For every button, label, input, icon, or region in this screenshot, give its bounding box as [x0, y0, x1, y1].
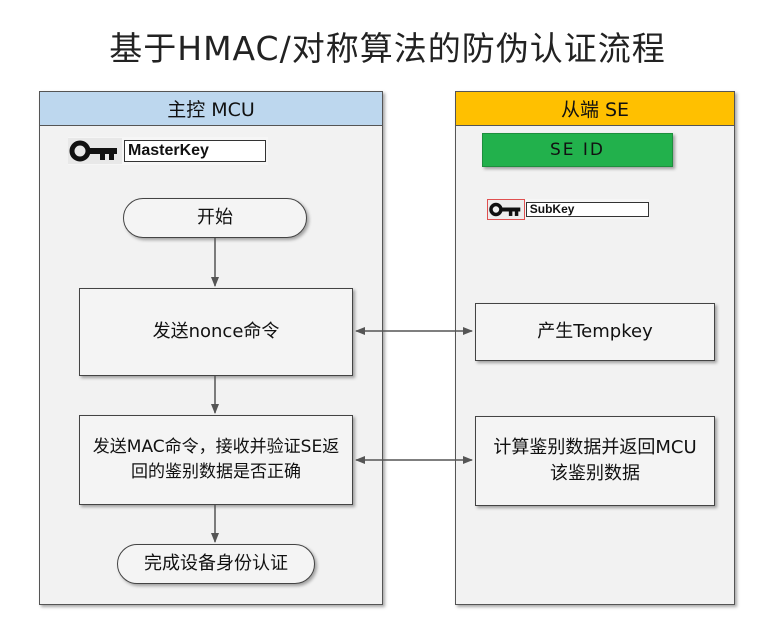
- step-done-label: 完成设备身份认证: [144, 552, 288, 574]
- step-gen-tempkey: 产生Tempkey: [475, 303, 715, 361]
- key-icon: [487, 198, 525, 220]
- step-calc-auth-label: 计算鉴别数据并返回MCU该鉴别数据: [493, 436, 697, 484]
- master-key: MasterKey: [68, 137, 268, 165]
- step-gen-tempkey-label: 产生Tempkey: [537, 320, 653, 342]
- step-send-mac-label: 发送MAC命令，接收并验证SE返回的鉴别数据是否正确: [92, 437, 340, 482]
- master-key-label: MasterKey: [124, 140, 266, 162]
- lane-mcu-title: 主控 MCU: [167, 99, 255, 121]
- se-id-badge: SE ID: [482, 133, 673, 167]
- sub-key: SubKey: [487, 198, 649, 220]
- step-send-nonce: 发送nonce命令: [79, 288, 353, 376]
- sub-key-label: SubKey: [525, 201, 649, 217]
- step-calc-auth: 计算鉴别数据并返回MCU该鉴别数据: [475, 416, 715, 506]
- step-done: 完成设备身份认证: [117, 544, 315, 584]
- step-start: 开始: [123, 198, 307, 238]
- se-id-label: SE ID: [549, 140, 606, 160]
- lane-mcu-header: 主控 MCU: [40, 92, 382, 126]
- key-icon: [68, 138, 122, 164]
- lane-se-header: 从端 SE: [456, 92, 734, 126]
- diagram-title: 基于HMAC/对称算法的防伪认证流程: [109, 29, 666, 68]
- lane-se-title: 从端 SE: [560, 99, 630, 121]
- step-send-nonce-label: 发送nonce命令: [152, 320, 280, 342]
- step-send-mac: 发送MAC命令，接收并验证SE返回的鉴别数据是否正确: [79, 415, 353, 505]
- step-start-label: 开始: [197, 206, 233, 228]
